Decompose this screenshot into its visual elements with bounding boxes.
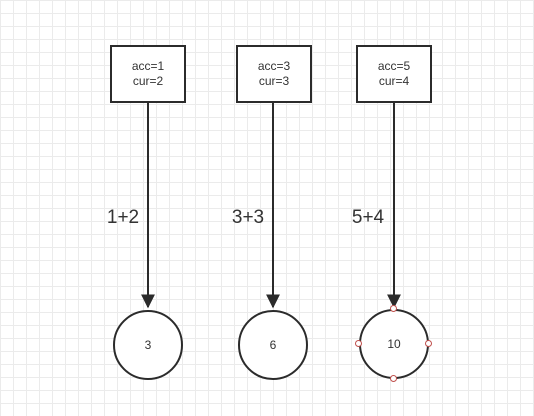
state-box-2[interactable]: acc=3 cur=3 bbox=[236, 45, 312, 103]
state-box-1[interactable]: acc=1 cur=2 bbox=[110, 45, 186, 103]
resize-handle-right[interactable] bbox=[425, 340, 432, 347]
result-value-3: 10 bbox=[387, 337, 401, 351]
resize-handle-bottom[interactable] bbox=[390, 375, 397, 382]
acc-label-2: acc=3 bbox=[257, 59, 291, 73]
result-value-1: 3 bbox=[144, 338, 152, 352]
result-value-2: 6 bbox=[269, 338, 277, 352]
result-node-3-selected[interactable]: 10 bbox=[359, 309, 429, 379]
expression-label-3: 5+4 bbox=[351, 207, 385, 228]
resize-handle-left[interactable] bbox=[355, 340, 362, 347]
cur-label-3: cur=4 bbox=[378, 74, 410, 88]
result-node-2[interactable]: 6 bbox=[238, 310, 308, 380]
resize-handle-top[interactable] bbox=[390, 305, 397, 312]
state-box-3[interactable]: acc=5 cur=4 bbox=[356, 45, 432, 103]
acc-label-3: acc=5 bbox=[377, 59, 411, 73]
cur-label-1: cur=2 bbox=[132, 74, 164, 88]
result-node-1[interactable]: 3 bbox=[113, 310, 183, 380]
expression-label-1: 1+2 bbox=[106, 207, 140, 228]
cur-label-2: cur=3 bbox=[258, 74, 290, 88]
acc-label-1: acc=1 bbox=[131, 59, 165, 73]
expression-label-2: 3+3 bbox=[231, 207, 265, 228]
